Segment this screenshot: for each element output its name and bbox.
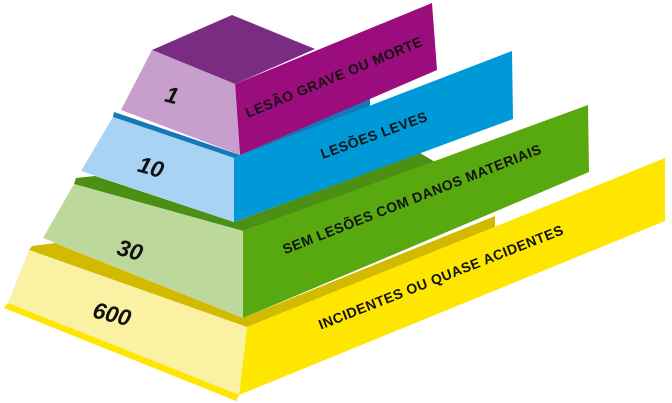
level2-left-face xyxy=(81,117,234,222)
level1-ribbon-face xyxy=(235,3,437,155)
level2-ribbon-face xyxy=(234,51,513,222)
level3-ribbon-face xyxy=(243,105,589,318)
level3-top-face xyxy=(74,153,435,231)
pyramid-level-minor-injuries: 10 LESÕES LEVES xyxy=(81,51,513,222)
level3-left-face xyxy=(43,184,243,318)
level4-top-face xyxy=(29,216,495,327)
level1-top-face xyxy=(152,15,315,84)
pyramid-level-serious-injury: 1 LESÃO GRAVE OU MORTE xyxy=(121,3,437,155)
level4-ribbon-face xyxy=(239,158,665,395)
level4-left-face xyxy=(8,250,247,395)
level1-left-face xyxy=(121,50,240,155)
level4-bottom-edge xyxy=(4,303,240,401)
pyramid-level-property-damage: 30 SEM LESÕES COM DANOS MATERIAIS xyxy=(43,105,589,318)
pyramid-level-incidents-near-misses: 600 INCIDENTES OU QUASE ACIDENTES xyxy=(4,158,665,401)
